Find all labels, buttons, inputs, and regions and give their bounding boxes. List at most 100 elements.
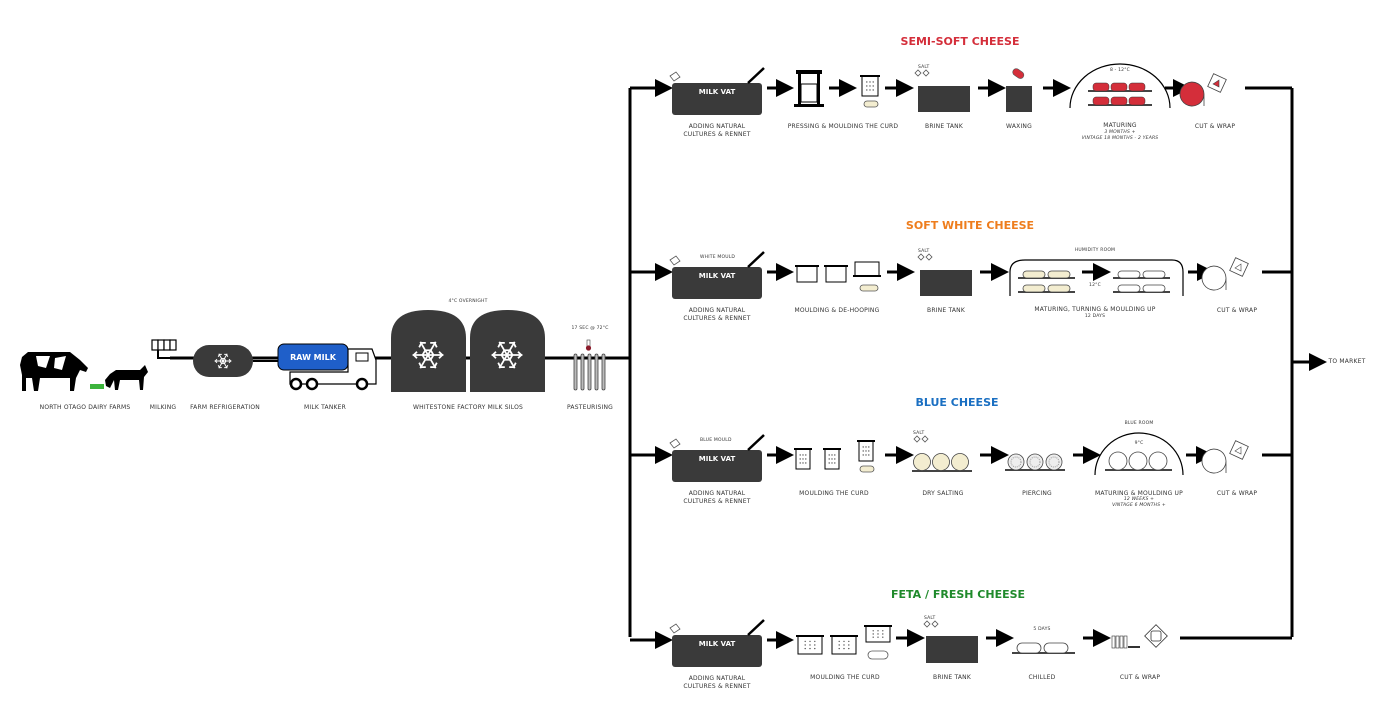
mould-icon [857,440,875,462]
piercing-icon [1005,453,1065,471]
cut-wrap-icon [1201,440,1249,474]
cut-wrap-icon [1179,73,1227,107]
cut-wrap-icon [1201,257,1249,291]
dehoop-icon [854,261,880,277]
brine-tank-icon [918,86,970,112]
step-label: BRINE TANK [927,307,965,314]
step-label: CUT & WRAP [1119,674,1161,681]
humidity-room-icon [1009,259,1184,296]
vintage-note: VINTAGE 6 MONTHS + [1112,503,1166,508]
brine-tank-icon [926,636,978,663]
mould-icon [796,635,824,655]
label-silos: WHITESTONE FACTORY MILK SILOS [412,404,524,411]
line-title: SOFT WHITE CHEESE [905,219,1035,232]
milk-vat-icon [669,67,765,115]
salt-note: SALT [918,65,930,70]
step-label: ADDING NATURAL [688,490,746,497]
step-label: PRESSING & MOULDING THE CURD [787,123,899,130]
step-label: CUT & WRAP [1194,123,1236,130]
milk-vat-text: MILK VAT [698,88,736,96]
label-milk-tanker: MILK TANKER [303,404,347,411]
room-note: BLUE ROOM [1124,421,1154,426]
line-title: BLUE CHEESE [915,396,999,409]
brine-tank-icon [920,270,972,296]
room-note: HUMIDITY ROOM [1074,248,1116,253]
temp-note: 9°C [1134,441,1144,446]
milk-silos-icon [391,310,545,392]
hoop-icon [795,265,819,283]
thermometer-icon [585,339,592,351]
milk-vat-icon [669,251,765,299]
wax-pot-icon [1006,86,1032,112]
duration-note: 12 DAYS [1084,314,1106,319]
milk-vat-text: MILK VAT [698,455,736,463]
cheese-press-icon [794,70,824,107]
step-label: CUT & WRAP [1216,307,1258,314]
pasteuriser-icon [573,353,606,391]
step-label: ADDING NATURAL [688,675,746,682]
cow-icon [20,352,88,391]
mould-icon [830,635,858,655]
grass-icon [90,384,104,389]
hoop-icon [824,265,848,283]
step-label: PIERCING [1022,490,1052,497]
step-label: CULTURES & RENNET [683,315,751,322]
temp-note: 8 - 12°C [1109,68,1131,73]
step-label: BRINE TANK [925,123,963,130]
step-label: DRY SALTING [922,490,964,497]
step-label: MATURING [1103,122,1137,129]
step-label: CULTURES & RENNET [683,683,751,690]
mould-icon [864,625,892,643]
milk-vat-text: MILK VAT [698,272,736,280]
step-label: MATURING & MOULDING UP [1095,490,1183,497]
milk-vat-icon [669,619,765,667]
cheese-block-icon [859,465,875,473]
goat-icon [105,365,148,390]
step-label: BRINE TANK [933,674,971,681]
temp-note: 12°C [1089,283,1101,288]
step-label: CULTURES & RENNET [683,131,751,138]
duration-note: 3 MONTHS + [1104,130,1136,135]
salt-shaker-icon [913,435,929,443]
label-farms: NORTH OTAGO DAIRY FARMS [39,404,131,411]
label-farm-refrigeration: FARM REFRIGERATION [190,404,260,411]
line-title: SEMI-SOFT CHEESE [900,35,1020,48]
duration-note: 5 DAYS [1033,627,1051,632]
cheese-block-icon [863,100,879,108]
step-label: WAXING [1006,123,1032,130]
salt-shaker-icon [917,253,933,261]
milk-vat-text: MILK VAT [698,640,736,648]
step-label: CUT & WRAP [1216,490,1258,497]
chilled-icon [1012,642,1075,654]
label-pasteurising: PASTEURISING [566,404,614,411]
salt-note: SALT [913,431,925,436]
cheese-block-icon [859,284,879,292]
tanker-text: RAW MILK [290,353,336,362]
duration-note: 12 WEEKS + [1123,497,1155,502]
blue-room-icon [1094,432,1184,476]
farm-refrigeration-tank [193,345,253,377]
silos-note: 4°C OVERNIGHT [448,299,488,304]
step-label: ADDING NATURAL [688,123,746,130]
wax-pill-icon [1012,68,1025,79]
label-milking: MILKING [149,404,177,411]
milking-icon [151,339,195,359]
step-label: MOULDING & DE-HOOPING [794,307,880,314]
line-title: FETA / FRESH CHEESE [890,588,1026,601]
mould-icon [823,448,841,470]
cheese-block-icon [867,650,889,660]
vintage-note: VINTAGE 18 MONTHS - 2 YEARS [1081,136,1159,141]
cut-wrap-icon [1111,624,1168,649]
mould-icon [794,448,812,470]
step-label: MOULDING THE CURD [799,490,869,497]
step-label: CULTURES & RENNET [683,498,751,505]
mould-note: BLUE MOULD [700,438,732,443]
salt-note: SALT [918,249,930,254]
mould-note: WHITE MOULD [700,255,736,260]
pasteurising-note: 17 SEC @ 72°C [571,326,609,331]
milk-tanker-icon [277,343,377,391]
salt-shaker-icon [923,620,939,628]
milk-vat-icon [669,434,765,482]
salt-shaker-icon [914,69,930,77]
step-label: ADDING NATURAL [688,307,746,314]
